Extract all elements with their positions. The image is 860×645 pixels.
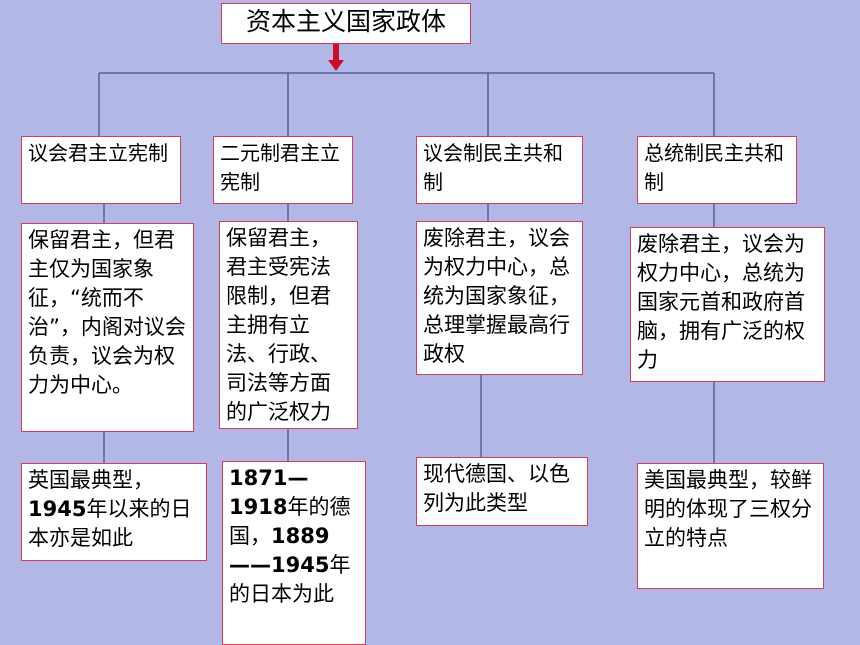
example-presidential-republic: 美国最典型，较鲜明的体现了三权分立的特点	[637, 463, 824, 589]
header-parliamentary-monarchy: 议会君主立宪制	[21, 136, 181, 204]
header-parliamentary-republic: 议会制民主共和制	[416, 136, 583, 204]
header-presidential-republic: 总统制民主共和制	[637, 136, 797, 204]
example-dual-monarchy: 1871—1918年的德国，1889——1945年的日本为此	[222, 461, 366, 645]
arrow-shaft	[333, 44, 339, 62]
arrow-head	[328, 60, 344, 71]
desc-parliamentary-republic: 废除君主，议会为权力中心，总统为国家象征，总理掌握最高行政权	[416, 221, 583, 375]
desc-dual-monarchy: 保留君主，君主受宪法限制，但君主拥有立法、行政、司法等方面的广泛权力	[219, 221, 358, 429]
header-dual-monarchy: 二元制君主立宪制	[213, 136, 353, 204]
desc-parliamentary-monarchy: 保留君主，但君主仅为国家象征，“统而不治”，内阁对议会负责，议会为权力为中心。	[21, 223, 194, 432]
example-parliamentary-monarchy: 英国最典型，1945年以来的日本亦是如此	[21, 463, 207, 561]
desc-presidential-republic: 废除君主，议会为权力中心，总统为国家元首和政府首脑，拥有广泛的权力	[630, 227, 825, 382]
example-parliamentary-republic: 现代德国、以色列为此类型	[416, 457, 588, 526]
diagram-title: 资本主义国家政体	[221, 3, 471, 44]
